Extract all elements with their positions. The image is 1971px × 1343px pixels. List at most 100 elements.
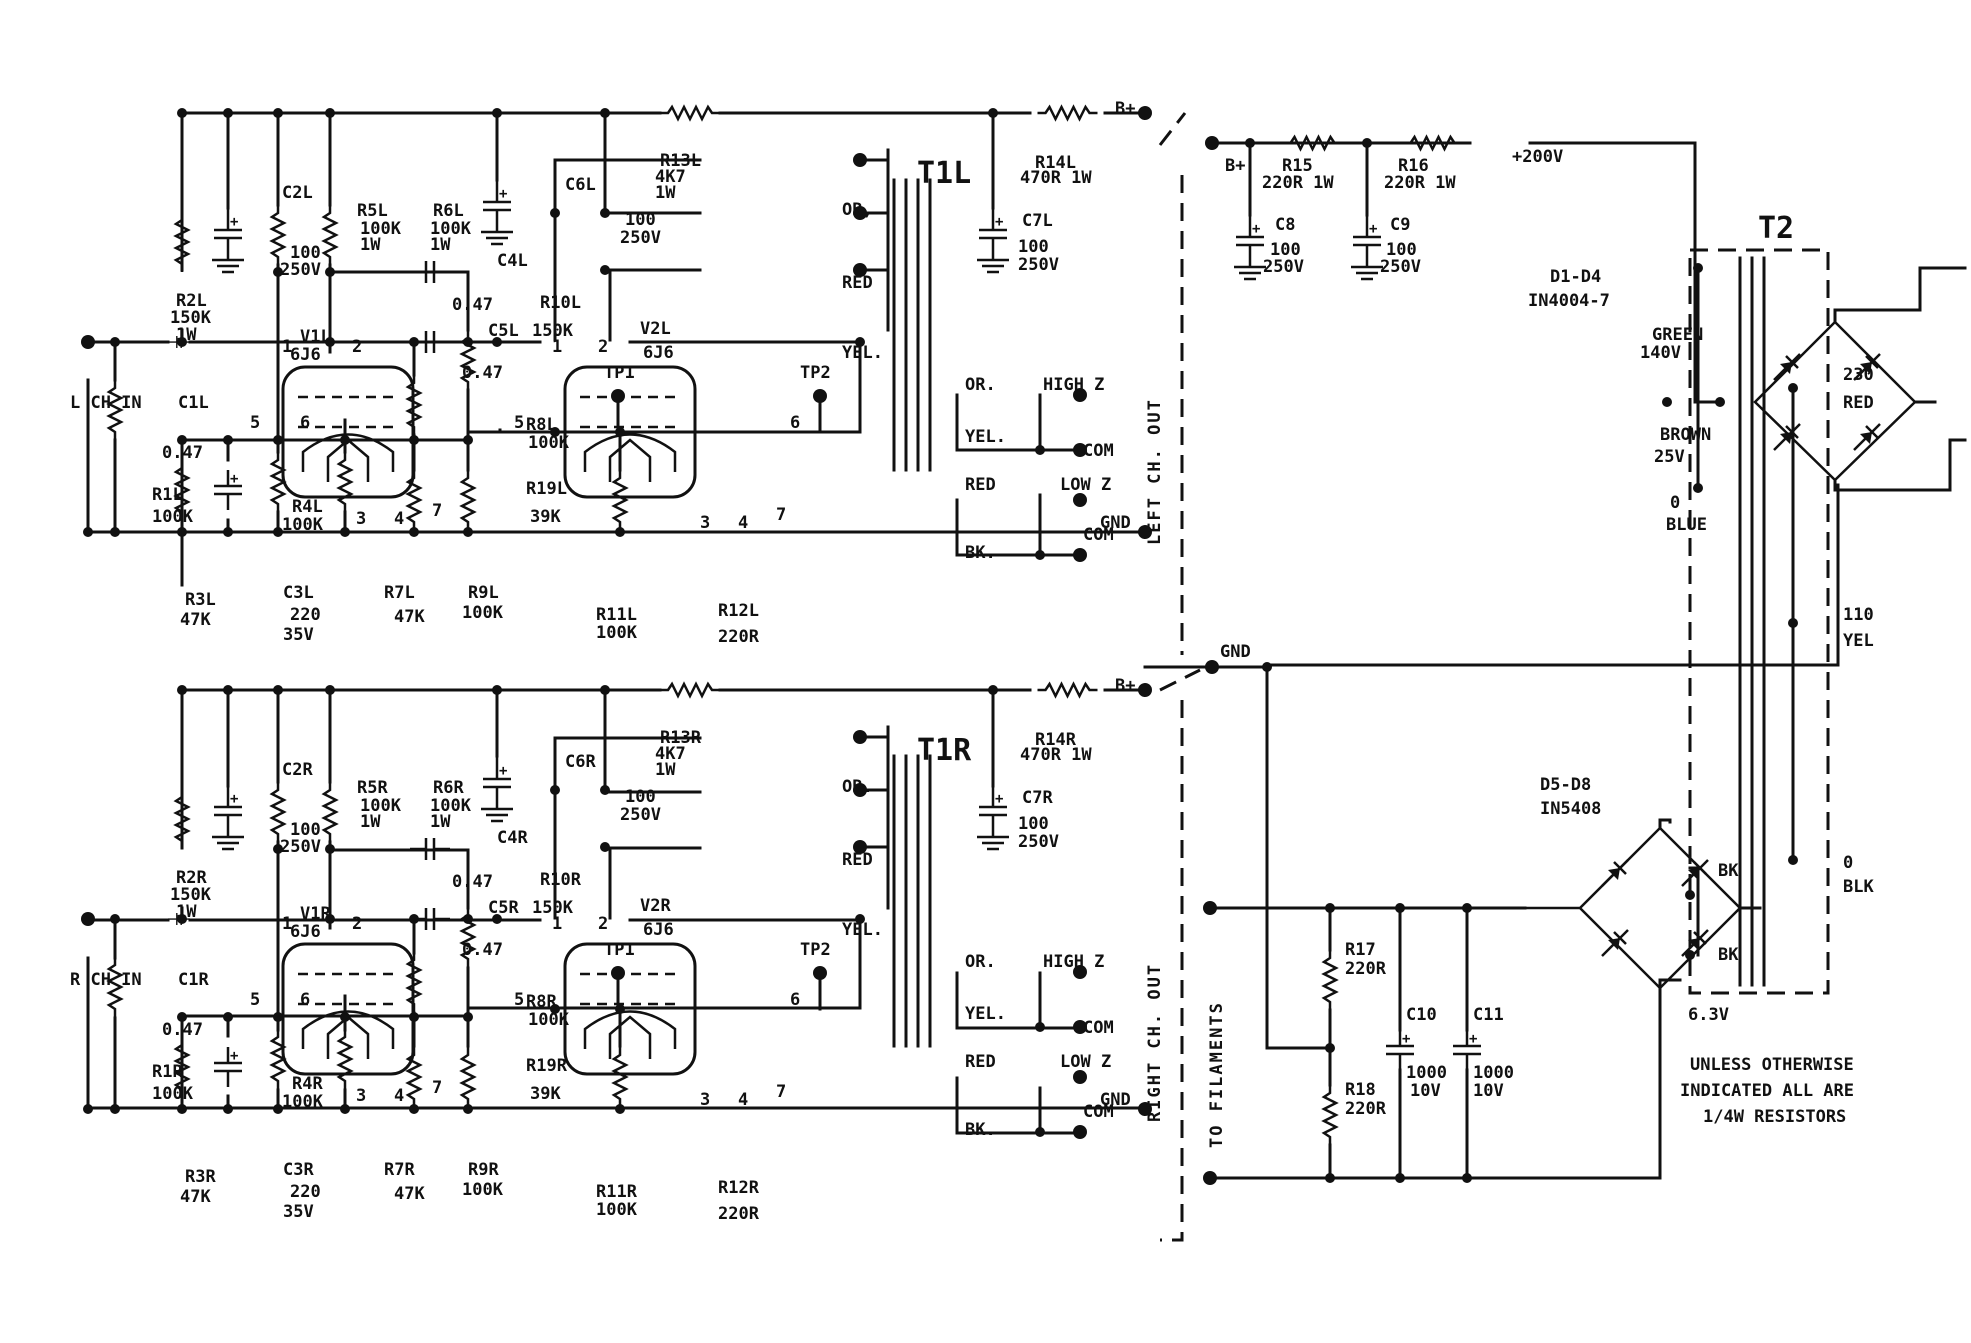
value-c5-left: 0.47 [462, 363, 503, 383]
capacitor-c9 [1349, 213, 1385, 281]
tp2-label: TP2 [800, 363, 831, 383]
out-highz-label: HIGH Z [1043, 952, 1104, 972]
value-r13-right: 4K7 [655, 744, 686, 764]
capacitor-left-c3 [212, 468, 244, 512]
label-r12-left: R12L [718, 601, 759, 621]
tube-right-v2 [563, 942, 697, 1076]
junction-dot [1693, 483, 1703, 493]
label-v1-right: V1R [300, 904, 331, 924]
out-red-label: RED [965, 475, 996, 495]
label-r6-left: R6L [433, 201, 464, 221]
label-v2-left: V2L [640, 319, 671, 339]
junction-dot [409, 527, 419, 537]
volt-c3-right: 35V [283, 1202, 314, 1222]
label-c1-left: C1L [178, 393, 209, 413]
tap-brown: BROWN [1660, 425, 1711, 445]
value-r7-left: 47K [394, 607, 425, 627]
junction-dot [463, 1012, 473, 1022]
label-r15: R15 [1282, 156, 1313, 176]
capacitor-left-c2 [210, 206, 246, 274]
tube-grid [298, 972, 398, 1006]
label-v2-right: V2R [640, 896, 671, 916]
out-bk-label: BK. [965, 1120, 996, 1140]
junction-dot [409, 337, 419, 347]
value-c9: 100 [1386, 240, 1417, 260]
junction-dot [1035, 550, 1045, 560]
tap-230: 230 [1843, 365, 1874, 385]
label-r8-left: R8L [526, 415, 557, 435]
tap-140v: 140V [1640, 343, 1681, 363]
junction-dot [1788, 383, 1798, 393]
pin-label: 5 [514, 413, 524, 433]
capacitor-left-c7 [975, 206, 1011, 274]
resistor-left-r7 [337, 450, 353, 514]
out-or-label: OR. [965, 375, 996, 395]
tap-blue: BLUE [1666, 515, 1707, 535]
junction-dot [177, 1012, 187, 1022]
junction-dot [1245, 138, 1255, 148]
label-c3-right: C3R [283, 1160, 314, 1180]
pin-label: 3 [700, 1090, 710, 1110]
resistor-right-r12 [612, 1045, 628, 1109]
watt-r5-left: 1W [360, 235, 381, 255]
label-c4-left: C4L [497, 251, 528, 271]
label-r7-right: R7R [384, 1160, 415, 1180]
value-c11: 1000 [1473, 1063, 1514, 1083]
label-r11-left: R11L [596, 605, 637, 625]
label-r3-right: R3R [185, 1167, 216, 1187]
tap-bk-2: BK [1718, 945, 1739, 965]
label-v1-left: V1L [300, 327, 331, 347]
value-r10-right: 150K [532, 898, 574, 918]
tap-or-label: OR. [842, 777, 873, 797]
junction-dot [1035, 1022, 1045, 1032]
junction-dot [463, 527, 473, 537]
bplus-label: B+ [1115, 99, 1135, 119]
junction-dot [110, 1104, 120, 1114]
junction-dot [492, 337, 502, 347]
label-r5-right: R5R [357, 778, 388, 798]
label-r4-left: R4L [292, 497, 323, 517]
value-r13-left: 4K7 [655, 167, 686, 187]
pin-label: 7 [432, 501, 442, 521]
value-r3-left: 47K [180, 610, 211, 630]
volt-c7-left: 250V [1018, 255, 1059, 275]
junction-dot [1362, 138, 1372, 148]
diode-d5 [1600, 858, 1630, 888]
junction-dot [1035, 1127, 1045, 1137]
resistor-left-r14 [1035, 105, 1100, 121]
volt-c11: 10V [1473, 1081, 1504, 1101]
psu-gnd-label: GND [1220, 642, 1251, 662]
junction-dot [615, 1104, 625, 1114]
junction-dot [110, 527, 120, 537]
value-r8-left: 100K [528, 433, 570, 453]
output-label-right: RIGHT CH. OUT [1145, 963, 1165, 1122]
junction-dot [1788, 618, 1798, 628]
junction-dot [550, 785, 560, 795]
resistor-r18 [1322, 1083, 1338, 1147]
type-d1-d4: IN4004-7 [1528, 291, 1610, 311]
label-d1-d4: D1-D4 [1550, 267, 1601, 287]
watt-r13-right: 1W [655, 760, 676, 780]
value-r7-right: 47K [394, 1184, 425, 1204]
tube-left-v2 [563, 365, 697, 499]
tap-bk-1: BK [1718, 861, 1739, 881]
note-line-3: 1/4W RESISTORS [1703, 1107, 1846, 1127]
type-v2-left: 6J6 [643, 343, 674, 363]
junction-dot [177, 685, 187, 695]
tap-blk: BLK [1843, 877, 1874, 897]
pin-label: 4 [394, 1086, 404, 1106]
volt-c7-right: 250V [1018, 832, 1059, 852]
type-v1-left: 6J6 [290, 345, 321, 365]
junction-dot [409, 435, 419, 445]
pin-label: 6 [300, 990, 310, 1010]
resistor-left-r11 [460, 468, 476, 532]
diode-d3 [1772, 422, 1802, 452]
gnd-terminal-right [1138, 1102, 1152, 1116]
junction-dot [110, 337, 120, 347]
psu-gnd-terminal [1205, 660, 1219, 674]
resistor-right-r11 [460, 1045, 476, 1109]
capacitor-right-c7 [975, 783, 1011, 851]
label-c8: C8 [1275, 215, 1295, 235]
junction-dot [988, 685, 998, 695]
